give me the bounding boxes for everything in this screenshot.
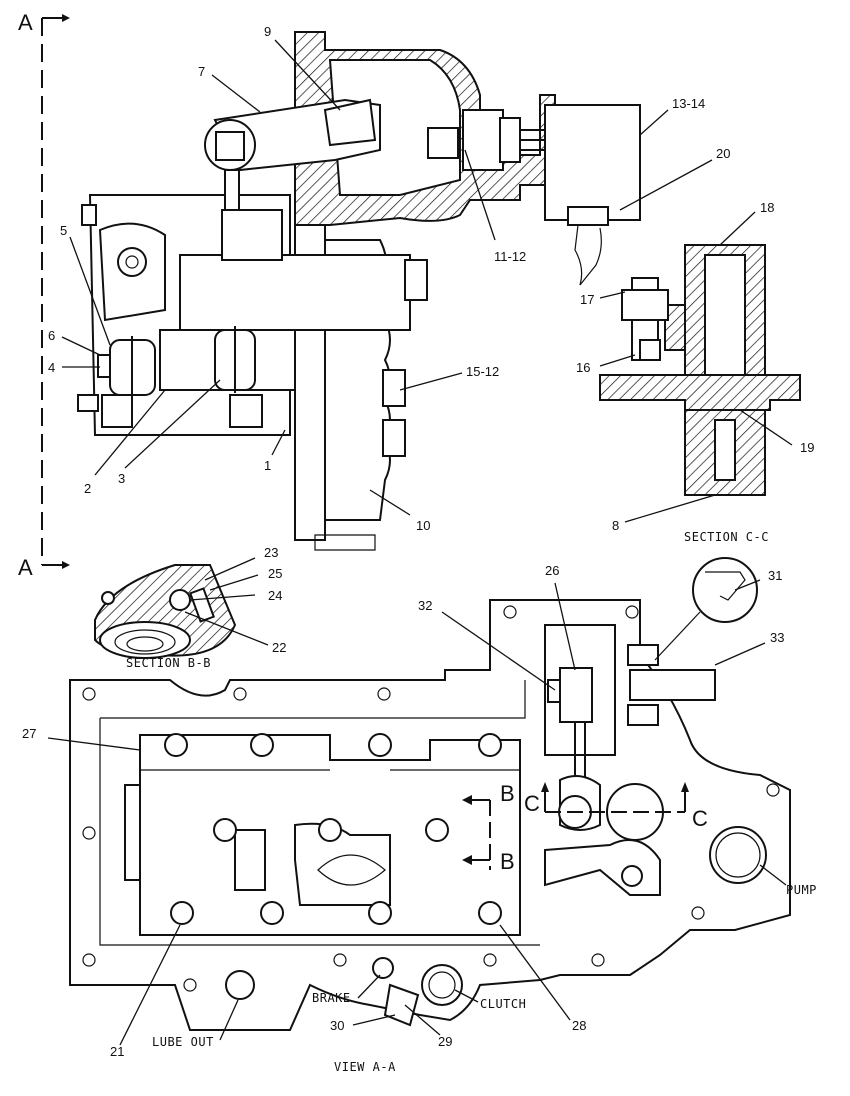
callout-27: 27 <box>22 726 36 741</box>
view-captions: SECTION C-C SECTION B-B VIEW A-A <box>126 530 769 1074</box>
section-arrows <box>462 782 689 870</box>
callout-9: 9 <box>264 24 271 39</box>
section-marker-b-top: B <box>500 781 515 806</box>
label-lube-out: LUBE OUT <box>152 1035 214 1049</box>
view-marker-bottom: A <box>18 555 33 580</box>
callout-7: 7 <box>198 64 205 79</box>
callout-32: 32 <box>418 598 432 613</box>
leader-lines <box>47 39 793 1046</box>
section-markers: B B C C <box>500 781 708 874</box>
caption-section-bb: SECTION B-B <box>126 656 211 670</box>
callout-8: 8 <box>612 518 619 533</box>
callout-31: 31 <box>768 568 782 583</box>
callout-1: 1 <box>264 458 271 473</box>
callout-23: 23 <box>264 545 278 560</box>
callout-33: 33 <box>770 630 784 645</box>
caption-view-aa: VIEW A-A <box>334 1060 396 1074</box>
label-pump: PUMP <box>786 883 817 897</box>
callout-25: 25 <box>268 566 282 581</box>
callout-21: 21 <box>110 1044 124 1059</box>
callout-18: 18 <box>760 200 774 215</box>
callout-11-12: 11-12 <box>494 249 526 264</box>
bolt-holes <box>82 605 780 992</box>
callout-5: 5 <box>60 223 67 238</box>
callout-4: 4 <box>48 360 55 375</box>
label-brake: BRAKE <box>312 991 351 1005</box>
section-line-a: A A <box>18 10 70 580</box>
callout-3: 3 <box>118 471 125 486</box>
port-labels: PUMP BRAKE CLUTCH LUBE OUT <box>152 883 817 1049</box>
callout-24: 24 <box>268 588 282 603</box>
callout-20: 20 <box>716 146 730 161</box>
callout-6: 6 <box>48 328 55 343</box>
callout-28: 28 <box>572 1018 586 1033</box>
callout-13-14: 13-14 <box>672 96 705 111</box>
section-bb-view <box>94 564 237 659</box>
callout-29: 29 <box>438 1034 452 1049</box>
callout-22: 22 <box>272 640 286 655</box>
callout-numbers: 9 7 13-14 20 18 11-12 5 17 6 4 16 15-12 … <box>22 24 814 1059</box>
section-marker-c-right: C <box>692 806 708 831</box>
callout-15-12: 15-12 <box>466 364 499 379</box>
label-clutch: CLUTCH <box>480 997 526 1011</box>
callout-19: 19 <box>800 440 814 455</box>
valve-side-view <box>77 31 641 551</box>
section-cc-view <box>599 244 801 496</box>
callout-30: 30 <box>330 1018 344 1033</box>
callout-10: 10 <box>416 518 430 533</box>
callout-26: 26 <box>545 563 559 578</box>
section-marker-b-bottom: B <box>500 849 515 874</box>
callout-16: 16 <box>576 360 590 375</box>
view-marker-top: A <box>18 10 33 35</box>
section-marker-c-left: C <box>524 791 540 816</box>
callout-17: 17 <box>580 292 594 307</box>
callout-2: 2 <box>84 481 91 496</box>
caption-section-cc: SECTION C-C <box>684 530 769 544</box>
view-aa-plate <box>69 557 791 1031</box>
